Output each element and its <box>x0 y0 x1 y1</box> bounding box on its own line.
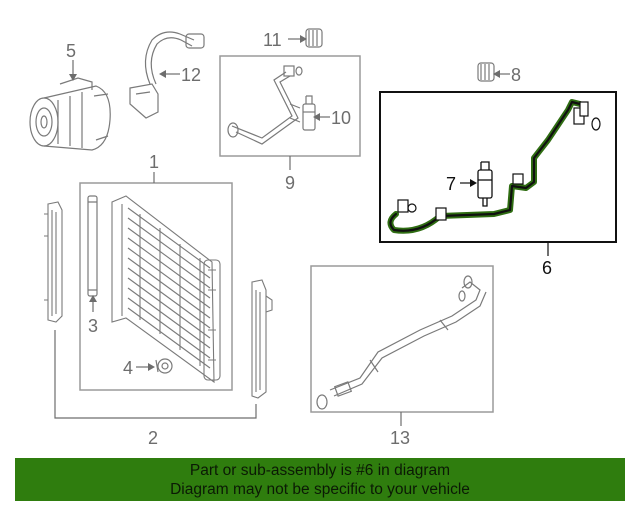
group-box-9 <box>219 55 361 157</box>
callout-13: 13 <box>390 428 410 448</box>
callout-2: 2 <box>148 428 158 448</box>
callout-1: 1 <box>149 152 159 172</box>
cap-part-8[interactable] <box>477 62 495 82</box>
hose-part-13[interactable] <box>316 275 487 410</box>
callout-3: 3 <box>88 316 98 336</box>
hose-part-12[interactable] <box>129 31 205 119</box>
arrow-12 <box>159 70 166 78</box>
info-banner: Part or sub-assembly is #6 in diagram Di… <box>15 458 625 501</box>
parts-diagram: 5 12 11 8 10 9 1 3 4 2 7 6 13 <box>29 28 617 448</box>
callout-11: 11 <box>263 30 282 50</box>
bracket-part-2-right[interactable] <box>251 279 273 399</box>
callout-6: 6 <box>542 258 552 278</box>
cap-part-11[interactable] <box>305 28 323 48</box>
banner-line-2: Diagram may not be specific to your vehi… <box>170 481 470 498</box>
arrow-5 <box>69 74 77 81</box>
group-box-1 <box>79 182 233 391</box>
callout-8: 8 <box>511 65 521 85</box>
callout-5: 5 <box>66 41 76 61</box>
arrow-11 <box>300 35 307 43</box>
callout-7: 7 <box>446 174 456 194</box>
arrow-7 <box>470 179 477 187</box>
arrow-3 <box>89 295 97 302</box>
drier-part-3[interactable] <box>87 195 98 297</box>
group-box-13 <box>310 265 494 413</box>
group-box-6-highlight[interactable] <box>379 91 617 243</box>
callout-10: 10 <box>331 108 351 128</box>
plug-part-4[interactable] <box>155 358 173 374</box>
ac-line-part-6[interactable] <box>387 99 601 234</box>
arrow-8 <box>493 70 500 78</box>
compressor-part-5[interactable] <box>29 77 111 151</box>
condenser-part-1[interactable] <box>111 195 221 384</box>
arrow-4 <box>148 363 155 371</box>
callout-4: 4 <box>123 358 133 378</box>
bracket-part-2-left[interactable] <box>44 201 63 323</box>
pipe-part-9[interactable] <box>227 65 303 145</box>
callout-12: 12 <box>181 65 201 85</box>
callout-9: 9 <box>285 173 295 193</box>
sensor-part-10[interactable] <box>289 95 316 131</box>
arrow-10 <box>313 113 320 121</box>
leader-2 <box>54 330 257 419</box>
banner-line-1: Part or sub-assembly is #6 in diagram <box>189 462 451 479</box>
valve-part-7[interactable] <box>477 161 493 207</box>
